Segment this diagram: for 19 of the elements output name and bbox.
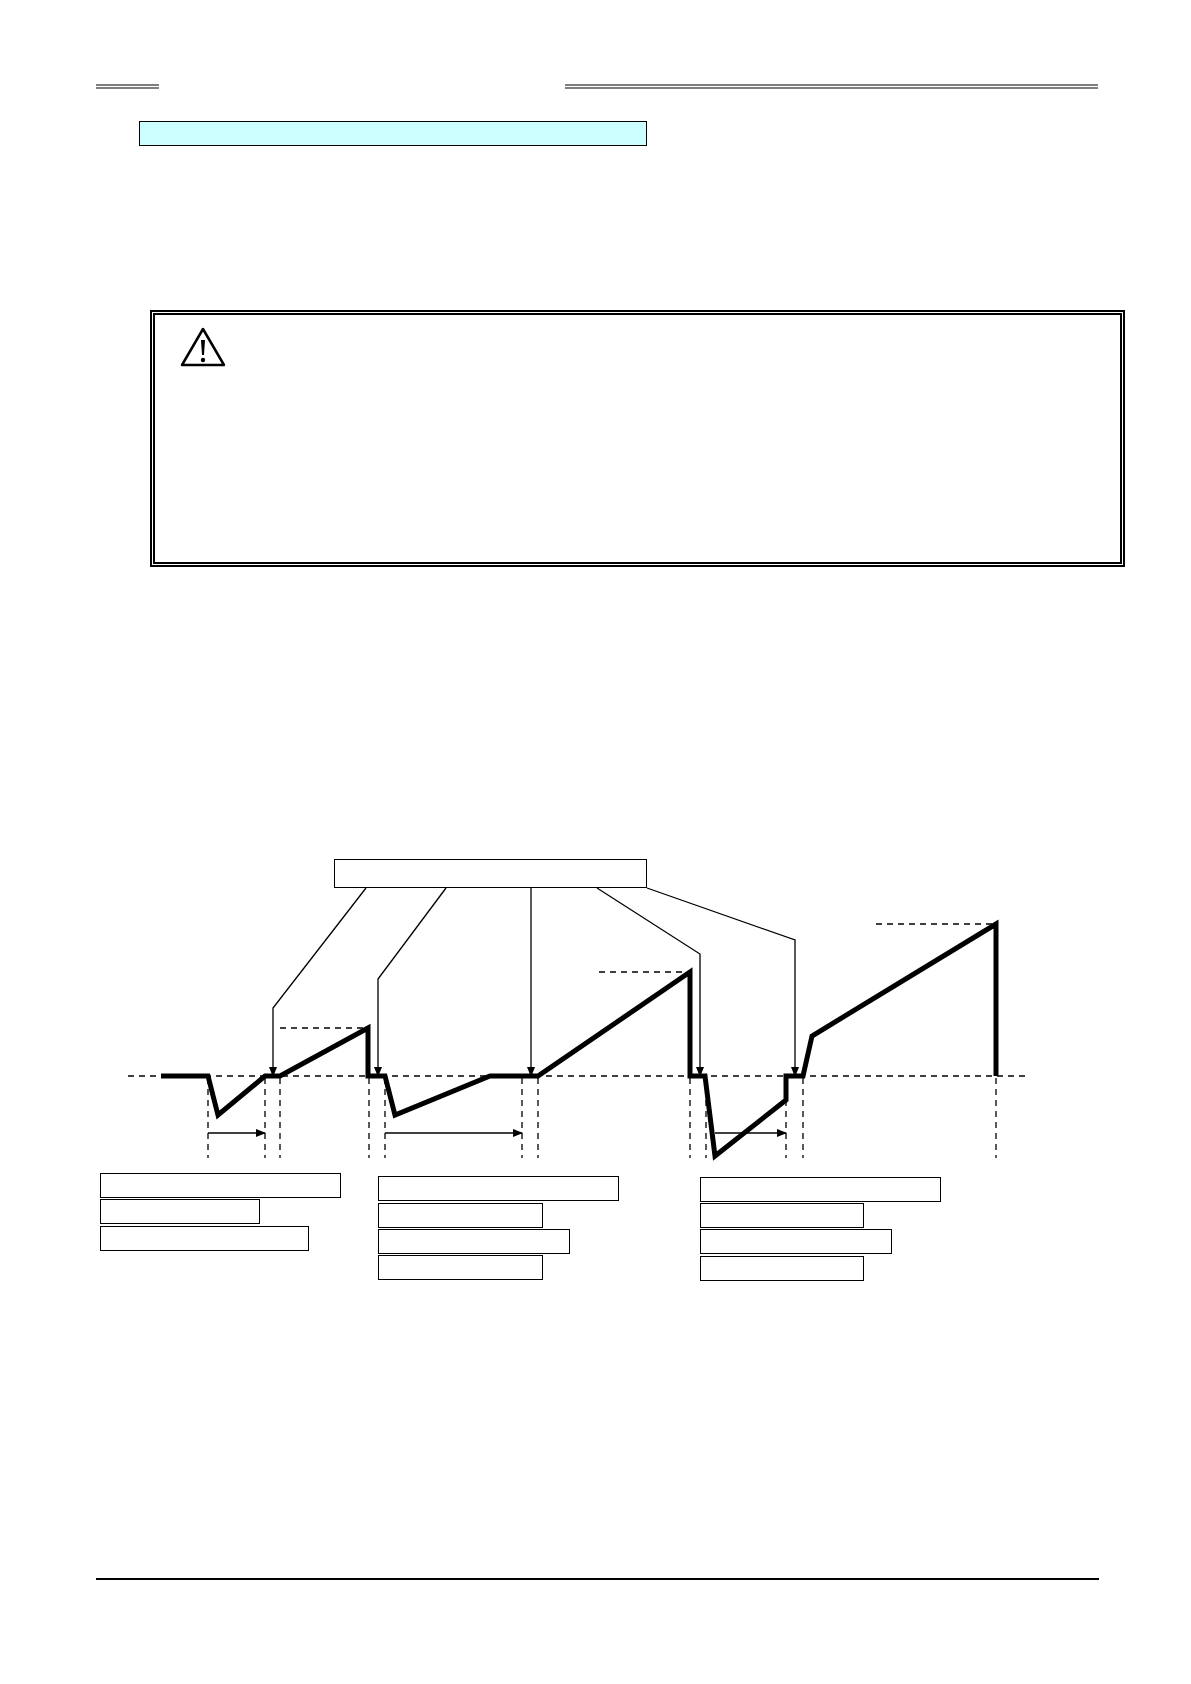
label-box xyxy=(378,1176,619,1201)
label-box xyxy=(100,1226,309,1251)
leader-arrow xyxy=(646,887,799,1077)
label-box xyxy=(100,1199,260,1224)
label-box xyxy=(378,1255,543,1280)
label-box xyxy=(700,1229,892,1254)
leader-arrow xyxy=(269,887,367,1077)
label-box xyxy=(334,859,647,888)
warning-panel xyxy=(150,310,1125,567)
leader-arrow xyxy=(527,887,535,1077)
label-box xyxy=(700,1203,864,1228)
label-box xyxy=(700,1177,941,1202)
label-box xyxy=(378,1229,570,1254)
title-banner xyxy=(139,121,647,146)
label-box xyxy=(700,1256,864,1281)
label-box xyxy=(100,1173,341,1198)
label-box xyxy=(378,1203,543,1228)
leader-arrow xyxy=(374,887,447,1077)
leader-arrow xyxy=(596,887,704,1077)
